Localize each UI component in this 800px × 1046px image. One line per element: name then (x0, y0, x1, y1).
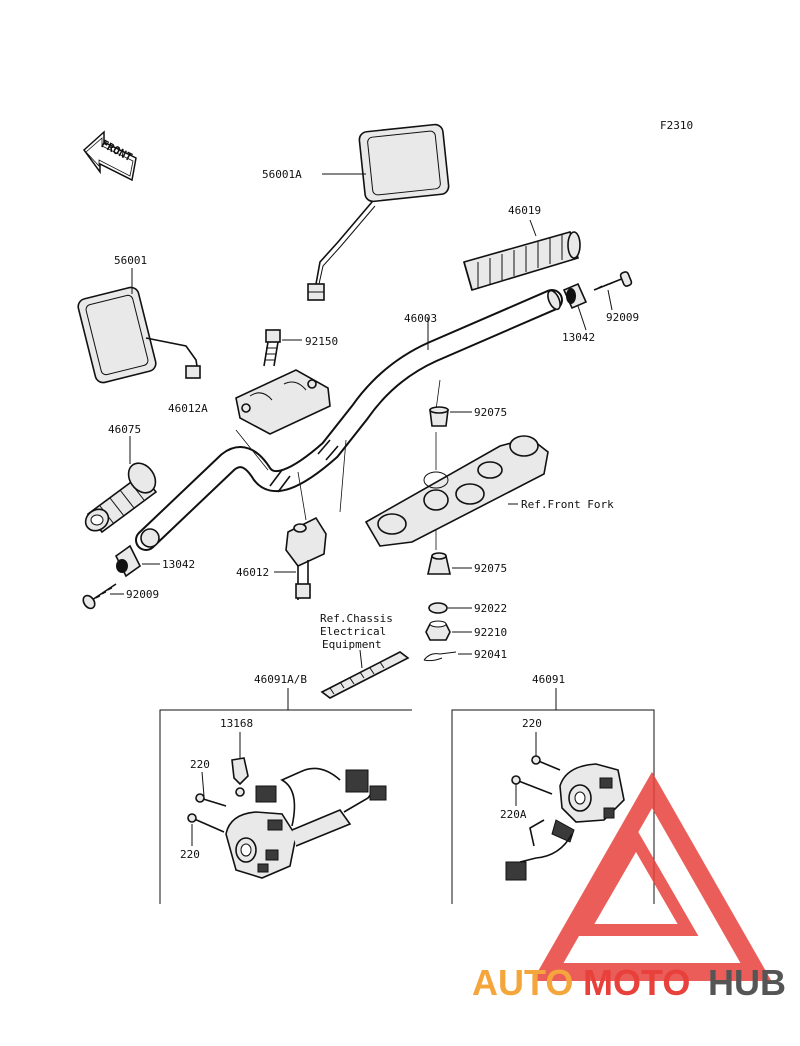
label-switch-right: 46091 (532, 673, 565, 686)
grip-left (84, 462, 158, 534)
watermark-moto: MOTO (583, 962, 690, 1003)
switch-right-bracket (451, 709, 655, 904)
weight-right (562, 282, 588, 310)
switch-housing-right (551, 763, 625, 843)
ref-chassis-line2: Electrical (320, 625, 386, 638)
damper-upper (429, 406, 449, 427)
label-nut: 92210 (474, 626, 507, 639)
bolt-upper-clamp (263, 329, 281, 367)
label-screw-right: 92009 (606, 311, 639, 324)
label-mirror-right: 56001A (262, 168, 302, 181)
switch-harness-left (255, 767, 387, 827)
screw-b (187, 813, 225, 833)
top-bridge (364, 435, 549, 547)
label-weight-left: 13042 (162, 558, 195, 571)
label-bolt-upper-clamp: 92150 (305, 335, 338, 348)
washer (428, 602, 448, 614)
holder-upper (235, 369, 331, 435)
label-screw-c: 220 (522, 717, 542, 730)
label-weight-right: 13042 (562, 331, 595, 344)
watermark-auto: AUTO (472, 962, 573, 1003)
nut (425, 620, 451, 641)
holder-lower (285, 516, 327, 600)
label-damper-upper: 92075 (474, 406, 507, 419)
grip-right (463, 231, 581, 292)
watermark-hub: HUB (708, 962, 786, 1003)
screw-c (531, 755, 561, 771)
switch-harness-right (505, 819, 573, 881)
switch-housing-left (225, 809, 352, 879)
damper-lower (427, 552, 451, 575)
label-grip-right: 46019 (508, 204, 541, 217)
ref-front-fork: Ref.Front Fork (521, 498, 614, 511)
mirror-left (77, 286, 201, 384)
watermark-logo (532, 771, 772, 981)
label-clamp: 13168 (220, 717, 253, 730)
label-screw-b: 220 (180, 848, 200, 861)
mirror-right (307, 123, 450, 301)
label-switch-left: 46091A/B (254, 673, 307, 686)
cable-tie (320, 651, 410, 699)
label-damper-lower: 92075 (474, 562, 507, 575)
label-grip-left: 46075 (108, 423, 141, 436)
screw-right (593, 271, 633, 291)
label-holder-upper: 46012A (168, 402, 208, 415)
switch-left-bracket (159, 709, 412, 904)
figure-code: F2310 (660, 119, 693, 132)
label-handlebar: 46003 (404, 312, 437, 325)
ref-chassis-line3: Equipment (322, 638, 382, 651)
cotter-pin (423, 651, 457, 662)
label-screw-d: 220A (500, 808, 527, 821)
label-holder-lower: 46012 (236, 566, 269, 579)
label-mirror-left: 56001 (114, 254, 147, 267)
front-arrow-icon: FRONT (82, 130, 137, 182)
label-cotter-pin: 92041 (474, 648, 507, 661)
screw-left (82, 583, 117, 610)
ref-chassis-line1: Ref.Chassis (320, 612, 393, 625)
weight-left (114, 544, 142, 578)
label-screw-a: 220 (190, 758, 210, 771)
label-screw-left: 92009 (126, 588, 159, 601)
label-washer: 92022 (474, 602, 507, 615)
clamp (231, 757, 249, 797)
watermark-text: AUTO MOTO HUB (472, 962, 786, 1003)
screw-d (511, 775, 553, 795)
screw-a (195, 793, 227, 807)
